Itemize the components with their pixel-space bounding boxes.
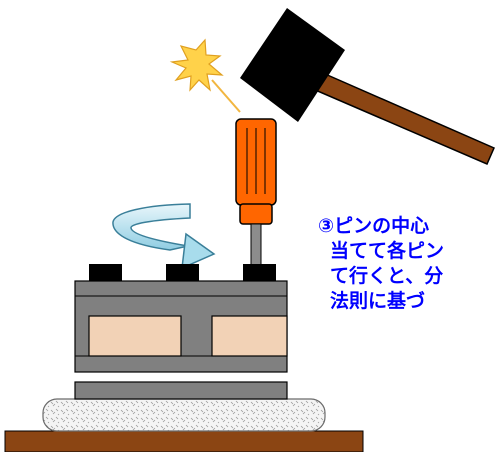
cushion-layer: [42, 398, 326, 432]
pin-cap-center: [166, 264, 199, 281]
hammer-handle: [304, 69, 495, 165]
pin-block-assembly: [74, 264, 288, 400]
hammer-head: [240, 8, 345, 122]
caption-line-3: て行くと、分: [330, 265, 444, 287]
caption-line-1: ③ピンの中心: [318, 215, 430, 237]
rotation-arrow-icon: [112, 203, 216, 270]
base-board: [4, 430, 364, 452]
hammer-icon: [240, 8, 495, 165]
instruction-caption: ③ピンの中心 当てて各ピン て行くと、分 法則に基づ: [318, 214, 497, 314]
inner-block-left: [88, 315, 182, 357]
pin-cap-right: [243, 264, 276, 281]
caption-line-4: 法則に基づ: [330, 290, 426, 312]
spark-icon: [169, 38, 224, 92]
screwdriver-collar: [239, 203, 273, 225]
screwdriver-shaft: [250, 223, 262, 267]
screwdriver-icon: [235, 118, 277, 267]
caption-line-2: 当てて各ピン: [330, 240, 445, 262]
inner-block-right: [211, 315, 288, 357]
spark-trail: [211, 79, 241, 113]
block-bottom-plate: [74, 381, 288, 400]
pin-cap-left: [89, 264, 122, 281]
